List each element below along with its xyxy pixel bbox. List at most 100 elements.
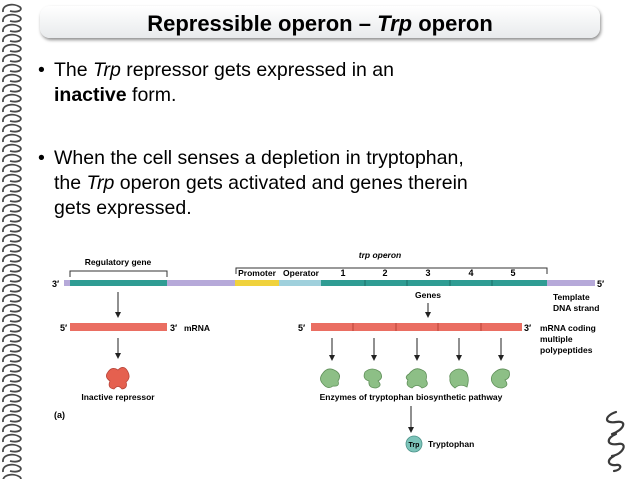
title-main: Repressible operon – xyxy=(147,11,378,36)
bullet-2-line-2: the Trp operon gets activated and genes … xyxy=(54,172,468,194)
template-label-line-2: DNA strand xyxy=(553,303,599,313)
mrna-coding-line-3: polypeptides xyxy=(540,345,593,355)
spiral-coil xyxy=(2,133,22,143)
spiral-coil xyxy=(2,233,22,243)
regulatory-gene-label: Regulatory gene xyxy=(85,257,152,267)
spiral-coil xyxy=(2,243,22,253)
tryptophan-label: Tryptophan xyxy=(428,439,474,449)
tryptophan-molecule xyxy=(405,435,423,453)
slide-title: Repressible operon – Trp operon xyxy=(40,12,600,36)
spiral-binding xyxy=(2,3,22,479)
dna-5-prime-label: 5′ xyxy=(597,279,604,289)
mrna-3-prime-label: 3′ xyxy=(170,323,177,333)
enzyme-4-shape xyxy=(449,368,469,389)
enzyme-2-shape xyxy=(363,368,382,389)
enzymes-label: Enzymes of tryptophan biosynthetic pathw… xyxy=(320,392,503,402)
spiral-coil xyxy=(2,113,22,123)
spiral-coil xyxy=(2,63,22,73)
spiral-coil xyxy=(2,363,22,373)
genes-label: Genes xyxy=(415,290,441,300)
mrna-5-prime-label: 5′ xyxy=(60,323,67,333)
spiral-coil xyxy=(2,473,22,479)
spiral-coil xyxy=(2,463,22,473)
inactive-repressor-shape xyxy=(106,367,130,390)
spiral-coil xyxy=(2,273,22,283)
gene-number-1: 1 xyxy=(340,268,345,278)
bullet-dot: • xyxy=(38,147,45,169)
promoter-label: Promoter xyxy=(238,268,276,278)
spiral-coil xyxy=(2,173,22,183)
spiral-coil xyxy=(2,323,22,333)
spiral-coil xyxy=(2,333,22,343)
enzyme-5-shape xyxy=(490,368,510,389)
operator-label: Operator xyxy=(283,268,320,278)
spiral-coil xyxy=(2,263,22,273)
spiral-coil xyxy=(2,343,22,353)
spiral-coil xyxy=(2,193,22,203)
bullet-1: • The Trp repressor gets expressed in an… xyxy=(38,58,598,110)
gene-number-3: 3 xyxy=(425,268,430,278)
spiral-coil xyxy=(2,393,22,403)
spiral-coil xyxy=(2,453,22,463)
template-label-line-1: Template xyxy=(553,292,590,302)
spiral-coil xyxy=(2,223,22,233)
dna-right-end xyxy=(547,280,595,286)
spiral-coil xyxy=(2,303,22,313)
trp-operon-bracket xyxy=(235,267,548,274)
regulatory-mrna xyxy=(70,323,167,331)
spiral-coil xyxy=(2,373,22,383)
bullet-2-line-3: gets expressed. xyxy=(54,197,192,219)
gene-number-2: 2 xyxy=(382,268,387,278)
spiral-coil xyxy=(2,293,22,303)
enzyme-3-shape xyxy=(405,368,428,389)
spiral-coil xyxy=(2,3,22,13)
gene-number-4: 4 xyxy=(468,268,473,278)
spiral-coil xyxy=(2,83,22,93)
spiral-coil xyxy=(2,123,22,133)
spiral-coil xyxy=(2,213,22,223)
bullet-2: • When the cell senses a depletion in tr… xyxy=(38,146,598,224)
operon-mrna-3-prime-label: 3′ xyxy=(524,323,531,333)
bullet-2-line-1: When the cell senses a depletion in tryp… xyxy=(54,147,464,169)
title-rest: operon xyxy=(412,11,493,36)
spiral-coil xyxy=(2,283,22,293)
trp-operon-label: trp operon xyxy=(359,250,402,260)
title-banner xyxy=(40,6,600,38)
spiral-coil xyxy=(2,43,22,53)
spiral-coil xyxy=(2,443,22,453)
mrna-label: mRNA xyxy=(184,323,210,333)
spiral-coil xyxy=(2,253,22,263)
mrna-coding-line-2: multiple xyxy=(540,334,573,344)
bullet-1-text: The Trp repressor gets expressed in an i… xyxy=(54,58,594,108)
spiral-coil xyxy=(2,153,22,163)
spiral-coil xyxy=(2,103,22,113)
dna-left-end xyxy=(64,280,70,286)
bullet-2-text: When the cell senses a depletion in tryp… xyxy=(54,146,594,221)
enzyme-1-shape xyxy=(320,368,340,388)
spiral-coil xyxy=(2,13,22,23)
bullet-1-line-1: The Trp repressor gets expressed in an xyxy=(54,59,394,81)
spiral-coil xyxy=(2,203,22,213)
spiral-coil xyxy=(2,23,22,33)
spacer-segment xyxy=(167,280,235,286)
spiral-coil xyxy=(2,353,22,363)
spiral-coil xyxy=(2,413,22,423)
spiral-coil xyxy=(2,33,22,43)
trp-genes-segment xyxy=(321,280,547,286)
spiral-coil xyxy=(2,53,22,63)
inactive-repressor-label: Inactive repressor xyxy=(81,392,155,402)
bullet-dot: • xyxy=(38,59,45,81)
mrna-coding-line-1: mRNA coding xyxy=(540,323,596,333)
dna-3-prime-label: 3′ xyxy=(52,279,59,289)
spiral-coil xyxy=(2,433,22,443)
spiral-coil xyxy=(2,423,22,433)
decorative-flourish-icon xyxy=(605,410,625,473)
spiral-coil xyxy=(2,403,22,413)
operator-segment xyxy=(279,280,321,286)
regulatory-gene-segment xyxy=(70,280,167,286)
promoter-segment xyxy=(235,280,279,286)
operon-mrna xyxy=(311,323,522,331)
tryptophan-symbol: Trp xyxy=(409,442,420,449)
spiral-coil xyxy=(2,73,22,83)
